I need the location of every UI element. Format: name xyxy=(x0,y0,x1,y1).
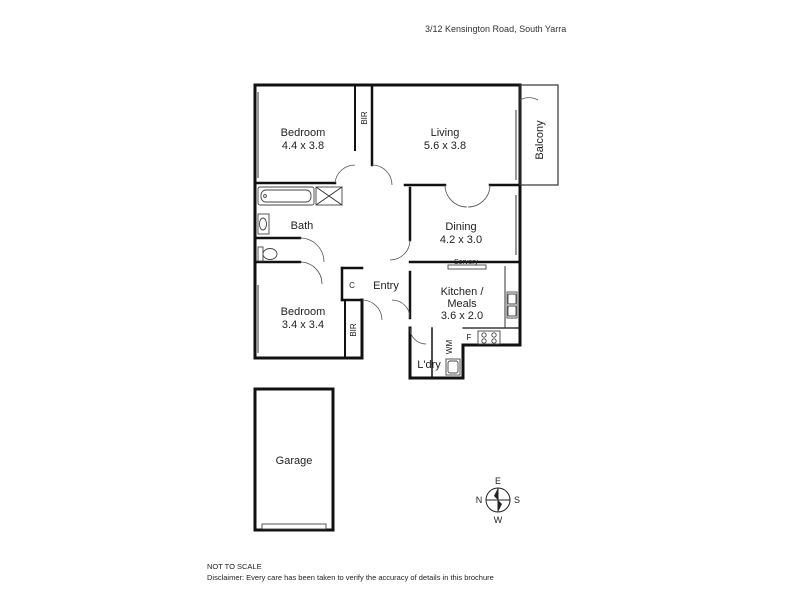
garage-label: Garage xyxy=(276,455,313,467)
compass-e: E xyxy=(495,476,501,486)
address-heading: 3/12 Kensington Road, South Yarra xyxy=(425,24,567,34)
bedroom2-label: Bedroom xyxy=(281,306,326,318)
door-swings xyxy=(299,164,491,345)
entry-label: Entry xyxy=(373,280,399,292)
fridge-label: F xyxy=(467,333,472,342)
toilet xyxy=(257,246,278,262)
dining-size: 4.2 x 3.0 xyxy=(440,234,482,246)
servery-counter xyxy=(447,264,487,270)
shower xyxy=(315,186,343,206)
interior-walls xyxy=(253,83,522,379)
kitchen-size: 3.6 x 2.0 xyxy=(441,310,483,322)
scale-note: NOT TO SCALE xyxy=(207,562,262,571)
bathtub xyxy=(257,186,315,206)
balcony-label: Balcony xyxy=(534,120,546,160)
garage xyxy=(253,387,335,532)
dining-label: Dining xyxy=(445,221,476,233)
bedroom1-size: 4.4 x 3.8 xyxy=(282,140,324,152)
compass-icon: E W N S xyxy=(476,476,520,525)
compass-s: S xyxy=(514,495,520,505)
bir-bottom-label: BIR xyxy=(349,323,358,337)
kitchen-label-2: Meals xyxy=(447,298,477,310)
balcony xyxy=(519,84,559,186)
servery-label: Servery xyxy=(454,259,479,266)
bir-top-label: BIR xyxy=(360,111,369,125)
laundry-trough xyxy=(445,358,461,376)
washing-machine-label: WM xyxy=(445,340,454,355)
basin xyxy=(257,213,270,235)
compass-w: W xyxy=(494,515,503,525)
bedroom1-label: Bedroom xyxy=(281,127,326,139)
laundry-label: L'dry xyxy=(417,359,441,371)
bath-label: Bath xyxy=(291,220,314,232)
living-label: Living xyxy=(431,127,460,139)
kitchen-label: Kitchen / xyxy=(441,286,485,298)
living-size: 5.6 x 3.8 xyxy=(424,140,466,152)
bedroom2-size: 3.4 x 3.4 xyxy=(282,319,324,331)
cupboard-label: C xyxy=(349,281,355,290)
compass-n: N xyxy=(476,495,483,505)
kitchen-bench xyxy=(504,266,518,328)
disclaimer: Disclaimer: Every care has been taken to… xyxy=(207,573,494,582)
windows xyxy=(257,92,517,353)
cooktop xyxy=(477,330,501,345)
